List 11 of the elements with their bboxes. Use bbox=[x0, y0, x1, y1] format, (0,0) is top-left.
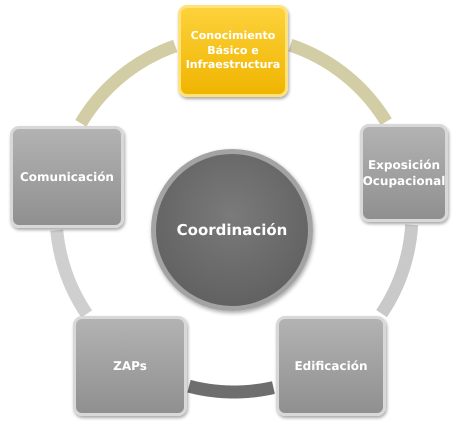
node-label: Edificación bbox=[294, 358, 368, 374]
highlighted-step-box bbox=[178, 5, 288, 97]
step-box bbox=[10, 126, 124, 228]
node-label: Exposición Ocupacional bbox=[362, 156, 446, 190]
node-label: ZAPs bbox=[113, 358, 147, 374]
step-box bbox=[73, 316, 187, 416]
node-label: Conocimiento Básico e Infraestructura bbox=[185, 28, 281, 74]
step-box bbox=[276, 316, 386, 416]
step-box bbox=[360, 124, 448, 222]
node-label: Coordinación bbox=[176, 220, 288, 240]
node-label: Comunicación bbox=[20, 168, 114, 186]
